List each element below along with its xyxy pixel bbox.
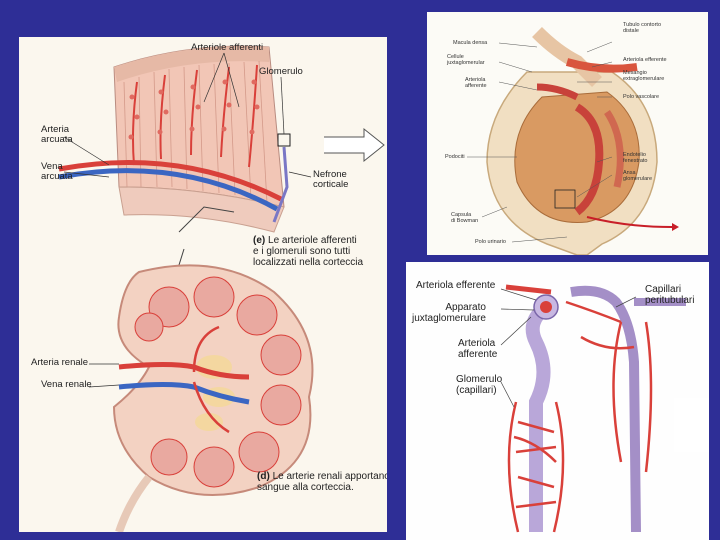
kidney-artwork [19, 37, 387, 532]
caption-e: (e) Le arteriole afferenti e i glomeruli… [253, 235, 363, 268]
label-arteriola-afferente-top: Arteriola afferente [465, 77, 487, 89]
glomerulus-capillaries [540, 301, 552, 313]
label-nefrone-corticale: Nefrone corticale [313, 170, 348, 191]
label-tubulo-contorto-distale: Tubulo contorto distale [623, 22, 661, 34]
label-capillari-peritubulari: Capillari peritubulari [645, 284, 694, 306]
glomerulus-detail-panel: Macula densa Cellule juxtaglomerular Art… [427, 12, 708, 255]
caption-d: (d) Le arterie renali apportano sangue a… [257, 471, 387, 493]
label-arteriola-efferente-bottom: Arteriola efferente [416, 280, 495, 291]
label-glomerulo-capillari: Glomerulo (capillari) [456, 374, 502, 396]
label-arteriola-afferente-bottom: Arteriola afferente [458, 338, 497, 360]
label-cellule-juxtaglomerular: Cellule juxtaglomerular [447, 54, 485, 66]
caption-d-text: Le arterie renali apportano sangue alla … [257, 471, 387, 493]
caption-e-letter: (e) [253, 235, 265, 246]
label-podociti: Podociti [445, 154, 465, 160]
label-arteriole-afferenti: Arteriole afferenti [191, 43, 263, 53]
glomerulus-highlight-box [278, 134, 290, 146]
label-polo-urinario: Polo urinario [475, 239, 506, 245]
urinary-flow-arrowhead [672, 223, 679, 231]
arrow-to-glomerulus [324, 129, 384, 161]
label-vena-arcuata: Vena arcuata [41, 162, 73, 183]
label-glomerulo: Glomerulo [259, 67, 303, 77]
label-vena-renale: Vena renale [41, 380, 92, 390]
distal-tubule-bottom [571, 291, 636, 532]
blank-patch [674, 398, 709, 452]
caption-e-text: Le arteriole afferenti e i glomeruli son… [253, 235, 363, 268]
proximal-tubule [533, 307, 546, 532]
label-ansa-glomerulare: Ansa glomerulare [623, 170, 652, 182]
label-arteriola-efferente-top: Arteriola efferente [623, 57, 667, 63]
afferent-arteriole-bottom [506, 287, 551, 292]
kidney-illustration-panel: Arteriole afferenti Glomerulo Arteria ar… [19, 37, 387, 532]
label-capsula-di-bowman: Capsula di Bowman [451, 212, 478, 224]
nephron-vasculature-panel: Arteriola efferente Apparato juxtaglomer… [406, 262, 709, 540]
label-arteria-renale: Arteria renale [31, 358, 88, 368]
label-macula-densa: Macula densa [453, 40, 487, 46]
label-endotelio-fenestrato: Endotelio fenestrato [623, 152, 647, 164]
label-mesangio-extraglomerulare: Mesangio extraglomerulare [623, 70, 664, 82]
caption-d-letter: (d) [257, 471, 270, 482]
label-arteria-arcuata: Arteria arcuata [41, 125, 73, 146]
ureter [119, 477, 149, 532]
label-apparato-juxtaglomerulare: Apparato juxtaglomerulare [412, 302, 486, 324]
label-polo-vascolare: Polo vascolare [623, 94, 659, 100]
